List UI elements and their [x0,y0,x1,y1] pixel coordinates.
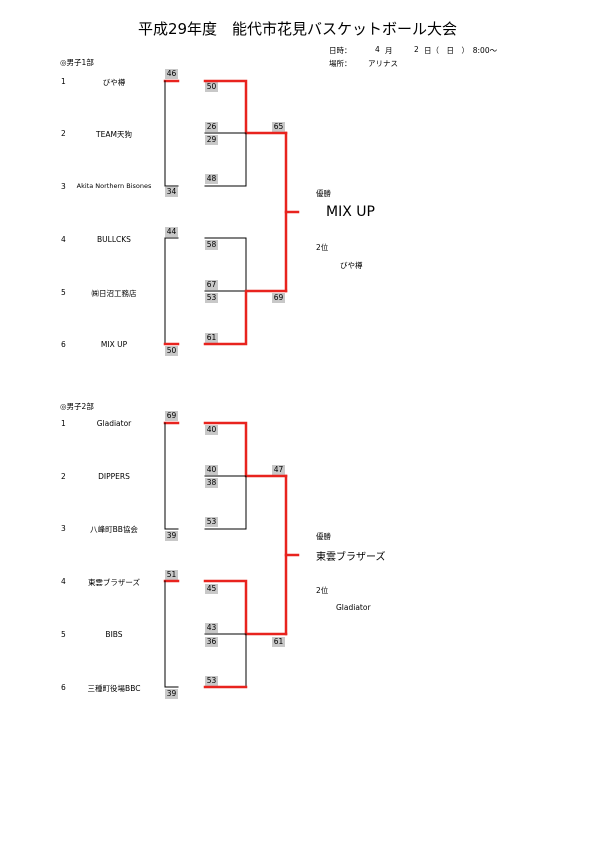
section-heading: ◎男子1部 [60,58,94,67]
second-name: Gladiator [336,603,371,612]
team-name: TEAM天狗 [96,130,132,139]
team-name: 八峰町BB協会 [90,525,138,534]
team-name: Akita Northern Bisones [76,182,152,190]
team-number: 6 [61,683,66,692]
score: 40 [205,465,218,475]
score: 53 [205,293,218,303]
team-number: 2 [61,472,66,481]
score: 58 [205,240,218,250]
team-number: 5 [61,630,66,639]
team-name: ㈱日沼工務店 [91,289,137,298]
score: 39 [165,689,178,699]
score: 38 [205,478,218,488]
score: 26 [205,122,218,132]
venue: アリナス [368,59,398,68]
date-label: 日時： [329,46,352,55]
score: 47 [272,465,285,475]
score: 39 [165,531,178,541]
winner-name: MIX UP [326,204,375,220]
page-title: 平成29年度 能代市花見バスケットボール大会 [137,20,458,38]
score: 36 [205,637,218,647]
team-name: Gladiator [96,419,132,428]
score: 61 [272,637,285,647]
score: 61 [205,333,218,343]
team-number: 1 [61,419,66,428]
score: 46 [165,69,178,79]
score: 45 [205,584,218,594]
team-number: 3 [61,524,66,533]
team-number: 4 [61,577,66,586]
score: 50 [205,82,218,92]
score: 50 [165,346,178,356]
date-month: 4 [375,45,380,54]
score: 65 [272,122,285,132]
score: 40 [205,425,218,435]
team-name: びや樽 [102,78,126,87]
team-number: 6 [61,340,66,349]
score: 53 [205,676,218,686]
winner-label: 優勝 [316,532,331,541]
section-heading: ◎男子2部 [60,402,94,411]
score: 48 [205,174,218,184]
team-name: 三種町役場BBC [87,684,141,693]
score: 44 [165,227,178,237]
score: 69 [272,293,285,303]
score: 29 [205,135,218,145]
second-label: 2位 [316,586,329,595]
score: 51 [165,570,178,580]
day-time: 日（ 日 ） 8:00～ [424,46,498,55]
team-name: 東雲ブラザーズ [87,578,141,587]
team-name: BULLCKS [97,235,131,244]
team-number: 4 [61,235,66,244]
winner-name: 東雲ブラザーズ [316,552,386,563]
date-day: 2 [414,45,419,54]
team-number: 2 [61,129,66,138]
venue-label: 場所： [329,59,352,68]
winner-label: 優勝 [316,189,331,198]
score: 69 [165,411,178,421]
team-name: DIPPERS [98,472,130,481]
score: 53 [205,517,218,527]
team-number: 1 [61,77,66,86]
second-label: 2位 [316,243,329,252]
team-number: 5 [61,288,66,297]
team-number: 3 [61,182,66,191]
score: 43 [205,623,218,633]
score: 34 [165,187,178,197]
second-name: びや樽 [340,261,363,270]
team-name: BIBS [105,630,123,639]
month-label: 月 [385,46,393,55]
team-name: MIX UP [100,340,128,349]
score: 67 [205,280,218,290]
